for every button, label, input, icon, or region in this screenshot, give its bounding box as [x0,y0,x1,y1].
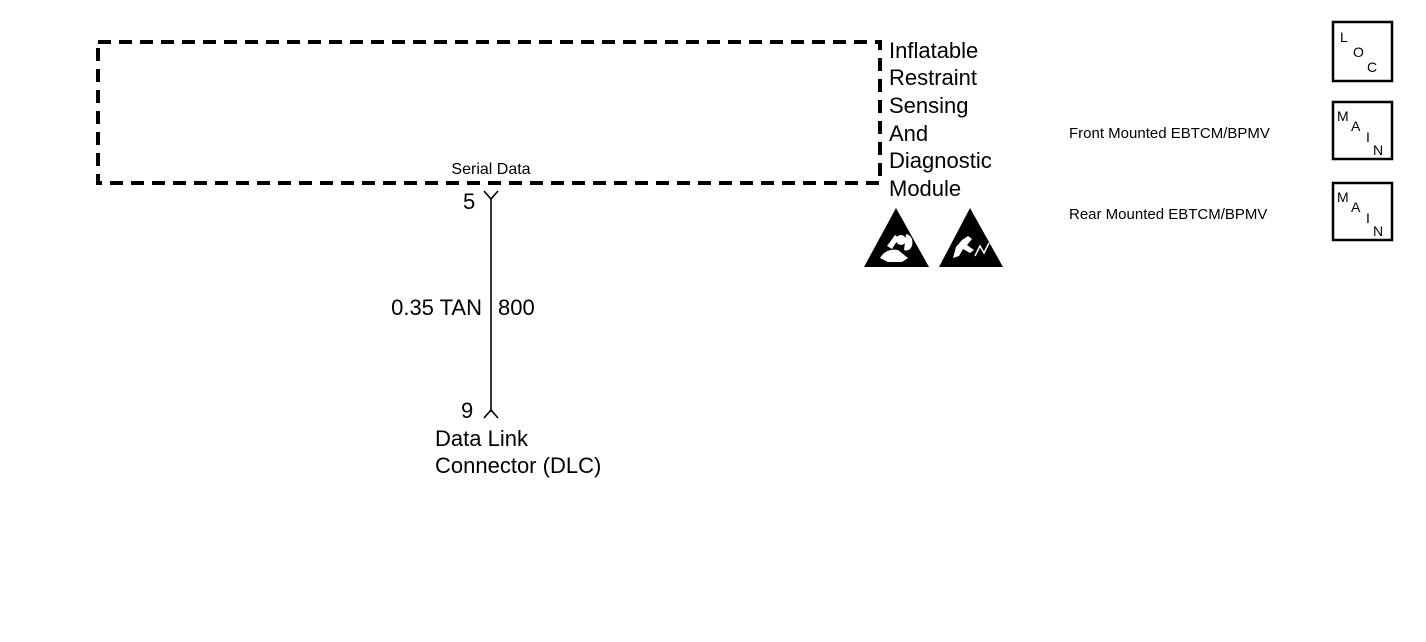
loc-letter: O [1353,44,1364,60]
main-letter: M [1337,108,1349,124]
loc-letter: L [1340,29,1348,45]
male-terminal-symbol [483,408,499,419]
main-letter: I [1366,129,1370,145]
module-name-line: Sensing [889,93,969,118]
dlc-pin-number: 9 [461,398,473,423]
main-letter: N [1373,142,1383,158]
dlc-name-line: Connector (DLC) [435,453,601,478]
main-letter: A [1351,199,1361,215]
esd-warning-icon [939,208,1003,267]
main-letter: I [1366,210,1370,226]
wire-gauge-color: 0.35 TAN [391,295,482,320]
main-navigation-box-rear[interactable]: M A I N [1331,181,1394,242]
main-navigation-box-front[interactable]: M A I N [1331,100,1394,161]
dlc-name-line: Data Link [435,426,529,451]
loc-letter: C [1367,59,1377,75]
module-name: Inflatable Restraint Sensing And Diagnos… [889,38,992,201]
module-name-line: Module [889,176,961,201]
module-pin-number: 5 [463,189,475,214]
module-name-line: Restraint [889,65,977,90]
front-mounted-label: Front Mounted EBTCM/BPMV [1069,125,1270,142]
airbag-warning-icon [864,208,929,267]
female-terminal-symbol [483,190,499,201]
wire-circuit-number: 800 [498,295,535,320]
rear-mounted-label: Rear Mounted EBTCM/BPMV [1069,206,1267,223]
loc-navigation-box[interactable]: L O C [1331,20,1394,83]
main-letter: M [1337,189,1349,205]
module-name-line: And [889,121,928,146]
circuit-label: Serial Data [451,161,530,178]
module-name-line: Inflatable [889,38,978,63]
module-name-line: Diagnostic [889,148,992,173]
main-letter: N [1373,223,1383,239]
module-dashed-outline [96,40,882,185]
main-letter: A [1351,118,1361,134]
